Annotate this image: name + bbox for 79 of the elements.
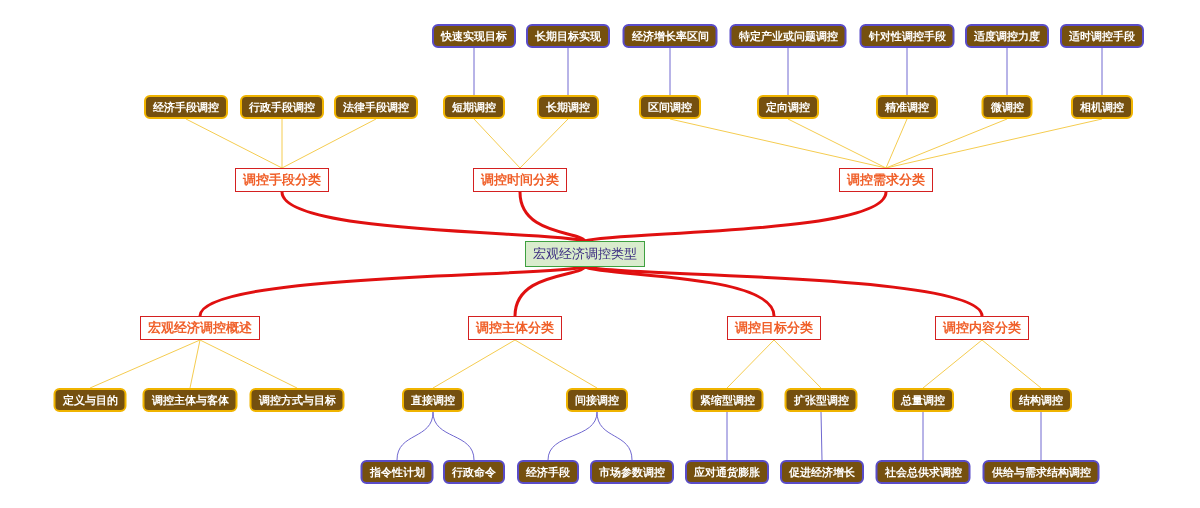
connector xyxy=(514,339,598,389)
connector xyxy=(906,47,908,96)
connector xyxy=(787,47,789,96)
connector xyxy=(432,411,475,461)
detail-box: 针对性调控手段 xyxy=(859,24,955,48)
subtopic-box: 总量调控 xyxy=(892,388,954,412)
connector xyxy=(396,411,434,461)
detail-box: 社会总供求调控 xyxy=(875,460,971,484)
category-box: 宏观经济调控概述 xyxy=(140,316,260,340)
detail-box: 市场参数调控 xyxy=(590,460,674,484)
connector xyxy=(518,191,586,243)
connector xyxy=(432,339,516,389)
subtopic-box: 经济手段调控 xyxy=(144,95,228,119)
detail-box: 特定产业或问题调控 xyxy=(729,24,847,48)
connector xyxy=(473,47,475,96)
detail-box: 长期目标实现 xyxy=(526,24,610,48)
detail-box: 适度调控力度 xyxy=(965,24,1049,48)
connector xyxy=(596,411,633,461)
detail-box: 促进经济增长 xyxy=(780,460,864,484)
category-box: 调控内容分类 xyxy=(935,316,1029,340)
subtopic-box: 定向调控 xyxy=(757,95,819,119)
connector xyxy=(473,118,521,169)
connector xyxy=(922,339,983,389)
connector xyxy=(726,411,728,461)
connector xyxy=(1006,47,1008,96)
subtopic-box: 区间调控 xyxy=(639,95,701,119)
detail-box: 供给与需求结构调控 xyxy=(982,460,1100,484)
detail-box: 经济增长率区间 xyxy=(622,24,718,48)
detail-box: 适时调控手段 xyxy=(1060,24,1144,48)
connector xyxy=(885,118,1103,169)
subtopic-box: 直接调控 xyxy=(402,388,464,412)
category-box: 调控时间分类 xyxy=(473,168,567,192)
connector xyxy=(89,339,201,389)
connector xyxy=(584,265,984,317)
connector xyxy=(281,118,283,169)
connector xyxy=(669,47,671,96)
category-box: 调控主体分类 xyxy=(468,316,562,340)
subtopic-box: 结构调控 xyxy=(1010,388,1072,412)
detail-box: 行政命令 xyxy=(443,460,505,484)
category-box: 调控手段分类 xyxy=(235,168,329,192)
connector xyxy=(726,339,775,389)
subtopic-box: 扩张型调控 xyxy=(784,388,858,412)
connector xyxy=(547,411,598,461)
connector xyxy=(773,339,822,389)
connector xyxy=(820,411,823,461)
connector xyxy=(787,118,887,169)
subtopic-box: 长期调控 xyxy=(537,95,599,119)
subtopic-box: 法律手段调控 xyxy=(334,95,418,119)
detail-box: 经济手段 xyxy=(517,460,579,484)
subtopic-box: 微调控 xyxy=(981,95,1033,119)
connector xyxy=(199,339,298,389)
subtopic-box: 相机调控 xyxy=(1071,95,1133,119)
subtopic-box: 调控方式与目标 xyxy=(249,388,345,412)
subtopic-box: 紧缩型调控 xyxy=(690,388,764,412)
connector xyxy=(1040,411,1042,461)
connector xyxy=(281,118,377,169)
connector xyxy=(1101,47,1103,96)
root-topic-box: 宏观经济调控类型 xyxy=(525,241,645,267)
detail-box: 指令性计划 xyxy=(360,460,434,484)
connector xyxy=(519,118,569,169)
connector xyxy=(885,118,1008,169)
category-box: 调控目标分类 xyxy=(727,316,821,340)
connector xyxy=(885,118,908,169)
connector xyxy=(185,118,283,169)
subtopic-box: 精准调控 xyxy=(876,95,938,119)
subtopic-box: 短期调控 xyxy=(443,95,505,119)
detail-box: 应对通货膨胀 xyxy=(685,460,769,484)
subtopic-box: 定义与目的 xyxy=(53,388,127,412)
connector xyxy=(981,339,1042,389)
subtopic-box: 行政手段调控 xyxy=(240,95,324,119)
detail-box: 快速实现目标 xyxy=(432,24,516,48)
connector xyxy=(584,191,888,243)
connector xyxy=(513,265,586,317)
category-box: 调控需求分类 xyxy=(839,168,933,192)
subtopic-box: 调控主体与客体 xyxy=(142,388,238,412)
connector xyxy=(567,47,569,96)
connector xyxy=(189,339,201,389)
connector xyxy=(922,411,924,461)
subtopic-box: 间接调控 xyxy=(566,388,628,412)
